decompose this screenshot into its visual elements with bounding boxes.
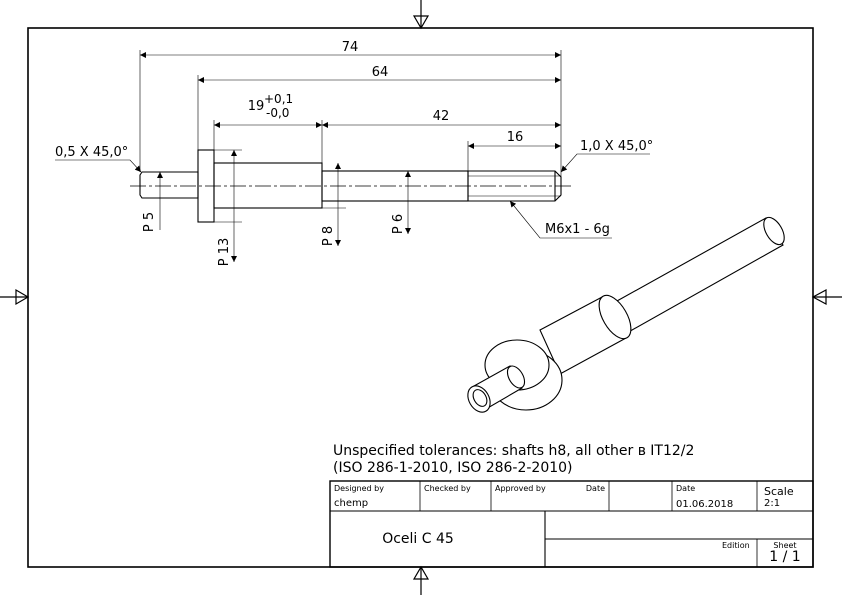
leader-lines [55,153,650,239]
thread-callout: M6x1 - 6g [545,222,610,237]
dia-text-p5: P 5 [142,212,157,232]
dim-text-16: 16 [507,130,524,145]
extension-lines [139,50,562,177]
dim-text-74: 74 [342,40,359,55]
drawing-frame [27,27,814,568]
sheet-value: 1 / 1 [769,549,800,565]
dim-text-19: 19 [248,99,265,114]
scale-value: 2:1 [764,498,780,509]
shaft-d8-section [213,162,323,209]
date-label-2: Date [676,484,695,493]
dia-text-p13: P 13 [217,238,232,267]
shaft-isometric-view [467,216,785,413]
tolerance-lower: -0,0 [266,106,289,120]
checked-by-label: Checked by [424,484,471,493]
tolerance-note-line2: (ISO 286-1-2010, ISO 286-2-2010) [333,460,573,476]
approved-by-label: Approved by [495,484,546,493]
dia-text-p8: P 8 [321,226,336,246]
material-name: Oceli C 45 [382,531,454,547]
centering-mark-top [412,0,430,30]
designer-name: chemp [334,498,368,509]
sheet-label: Sheet [773,541,796,550]
leader-chamfer-right [560,153,650,173]
tolerance-note-line1: Unspecified tolerances: shafts h8, all o… [333,443,694,459]
dim-text-42: 42 [433,109,450,124]
edition-label: Edition [722,541,750,550]
date-value: 01.06.2018 [676,499,733,510]
chamfer-right-text: 1,0 X 45,0° [580,139,653,154]
shaft-d5-section [139,171,199,199]
leader-thread [509,200,612,239]
dia-text-p6: P 6 [391,214,406,234]
title-block [329,480,814,568]
chamfer-left-text: 0,5 X 45,0° [55,145,128,160]
dim-text-64: 64 [372,65,389,80]
centering-mark-bottom [412,565,430,595]
date-label-1: Date [586,484,605,493]
designed-by-label: Designed by [334,484,384,493]
scale-label: Scale [764,485,794,498]
centering-mark-right [811,288,842,306]
tolerance-upper: +0,1 [264,92,293,106]
leader-chamfer-left [55,159,142,173]
dimension-lines [140,52,561,149]
diameter-lines [157,149,411,262]
centering-mark-left [0,288,30,306]
